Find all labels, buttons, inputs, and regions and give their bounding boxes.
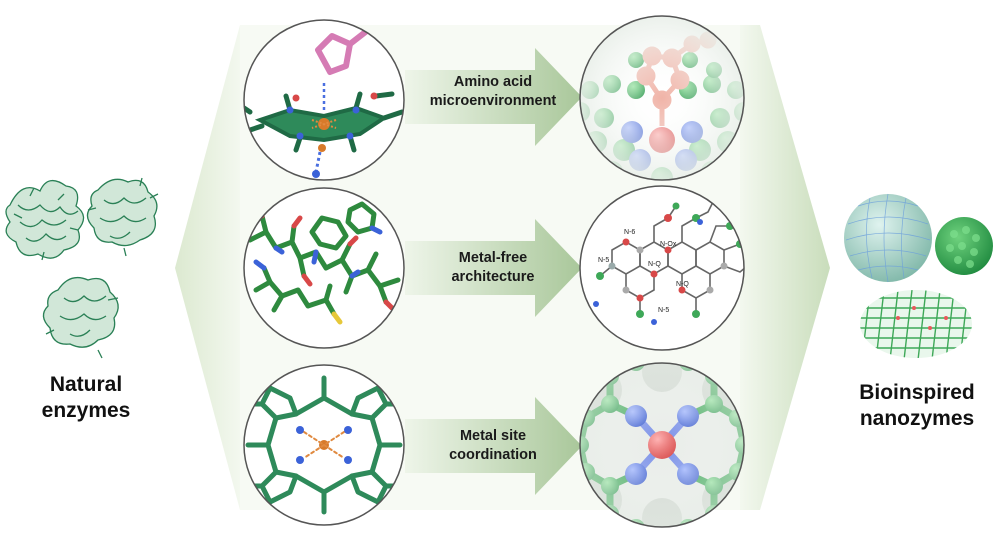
nanozyme-sheet [860, 290, 972, 358]
left-chevron-shape [175, 25, 240, 510]
arrow-label-2-line1: Metal-free [458, 250, 528, 266]
natural-enzymes-label-line1: Natural [49, 373, 123, 396]
arrow-label-3-line2: coordination [449, 447, 537, 463]
bioinspired-nanozymes-label: Bioinspired nanozymes [842, 380, 992, 432]
arrow-row-1 [405, 48, 582, 146]
arrow-label-metal-free: Metal-free architecture [418, 249, 568, 287]
enzyme-blob-3 [42, 276, 119, 359]
enzyme-blob-2 [86, 177, 159, 257]
nanozyme-large-sphere [844, 194, 932, 282]
circle-porphyrin [243, 364, 405, 526]
bioinspired-nanozymes-label-line1: Bioinspired [859, 381, 975, 404]
arrow-label-1-line2: microenvironment [429, 93, 557, 109]
arrow-label-metal-site: Metal site coordination [418, 427, 568, 465]
arrow-label-amino-acid: Amino acid microenvironment [418, 73, 568, 111]
arrow-label-1-line1: Amino acid [453, 74, 533, 90]
circle-lattice-amino [579, 15, 745, 181]
arrow-row-2 [405, 219, 582, 317]
molecule-label-n5-2: N-5 [658, 307, 669, 314]
molecule-label-nq-1: N-Q [648, 261, 661, 268]
molecule-label-n5-1: N-5 [598, 257, 609, 264]
circle-heme-amino [243, 19, 405, 181]
bioinspired-nanozymes-label-line2: nanozymes [859, 407, 975, 430]
arrow-label-3-line1: Metal site [459, 428, 527, 444]
circle-peptide [243, 187, 405, 349]
natural-enzymes-label: Natural enzymes [22, 372, 150, 424]
arrow-row-3 [405, 397, 582, 495]
molecule-label-nox: N-Ox [660, 241, 677, 248]
nanozymes-illustration [844, 193, 993, 358]
natural-enzymes-illustration [5, 177, 159, 359]
natural-enzymes-label-line2: enzymes [41, 399, 131, 422]
molecule-label-n6: N-6 [624, 229, 635, 236]
molecule-label-nq-2: N-Q [676, 281, 689, 288]
arrow-label-2-line2: architecture [451, 269, 535, 285]
enzyme-blob-1 [5, 179, 85, 261]
right-chevron-shape [740, 25, 830, 510]
circle-chemical-structure: N-6 N-Ox N-Q N-5 N-Q N-5 [579, 185, 745, 351]
